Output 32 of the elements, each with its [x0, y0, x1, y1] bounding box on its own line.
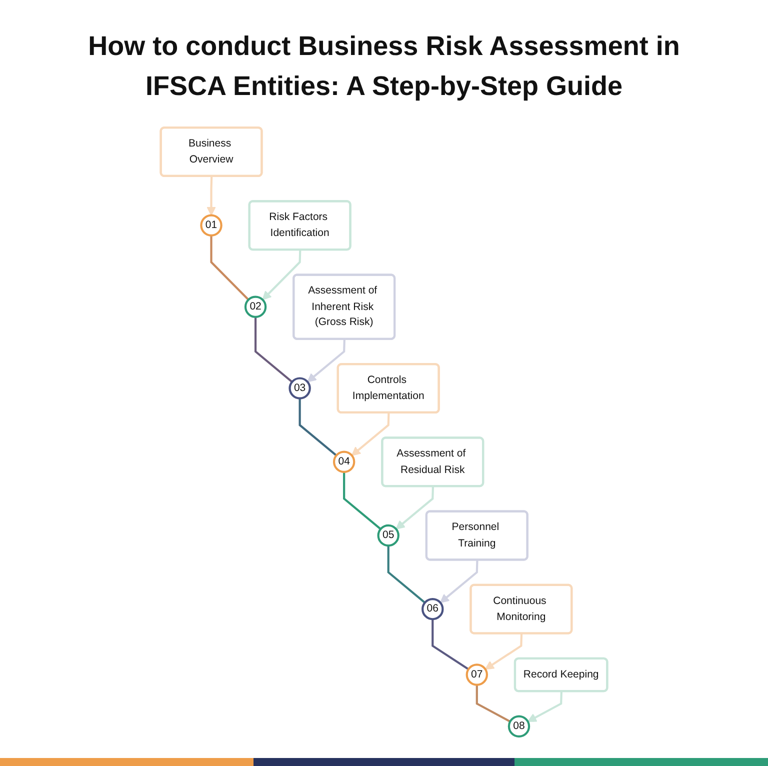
- step-number-circle: 01: [200, 214, 222, 236]
- connector-line: [254, 316, 293, 383]
- step-box: Assessment of Residual Risk: [381, 436, 484, 488]
- connector-line: [343, 472, 382, 530]
- step-number-circle: 04: [332, 450, 356, 473]
- step-number-circle: 05: [377, 524, 400, 547]
- step-box: Business Overview: [160, 126, 263, 178]
- step-box: Assessment of Inherent Risk (Gross Risk): [292, 274, 396, 340]
- step-number-circle: 07: [466, 664, 488, 686]
- pointer-arrow: [527, 691, 562, 722]
- step-number-circle: 08: [508, 715, 530, 738]
- pointer-arrow: [396, 486, 434, 530]
- pointer-arrow: [440, 560, 478, 604]
- step-number-circle: 06: [422, 598, 444, 620]
- connector-line: [432, 619, 470, 670]
- connector-line: [298, 398, 338, 456]
- step-number-circle: 03: [288, 377, 311, 400]
- connector-line: [210, 235, 250, 300]
- connector-line: [387, 546, 426, 604]
- step-box: Record Keeping: [514, 657, 608, 692]
- pointer-arrow: [262, 250, 302, 300]
- pointer-arrow: [206, 176, 216, 216]
- step-number-circle: 02: [244, 296, 267, 318]
- pointer-arrow: [307, 339, 346, 382]
- pointer-arrow: [351, 412, 390, 456]
- step-box: Continuous Monitoring: [470, 584, 573, 634]
- step-box: Risk Factors Identification: [248, 200, 352, 251]
- step-box: Controls Implementation: [336, 363, 440, 414]
- step-box: Personnel Training: [425, 510, 528, 561]
- connector-line: [476, 684, 511, 722]
- pointer-arrow: [484, 634, 523, 670]
- title: How to conduct Business Risk Assessment in IFSCA Entities: A Step-by-Step Guide: [87, 30, 681, 103]
